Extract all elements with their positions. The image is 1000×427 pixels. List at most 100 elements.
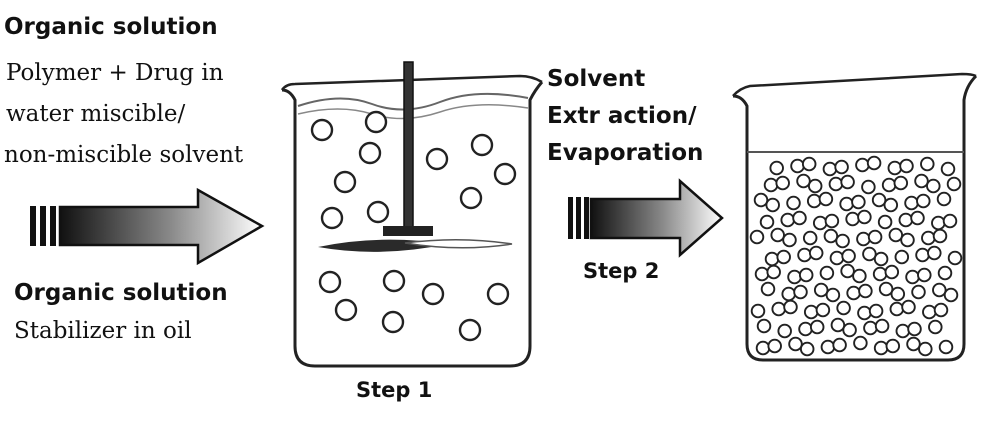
droplet (798, 321, 813, 337)
droplet (790, 158, 805, 174)
droplet (856, 231, 871, 247)
droplet (797, 247, 812, 263)
stirrer-icon (318, 61, 513, 252)
solvent-label-line2: Extr action/ (547, 103, 697, 129)
droplet (786, 195, 801, 211)
droplet (868, 303, 884, 319)
droplet (836, 300, 851, 316)
droplet (858, 283, 873, 299)
droplet (899, 158, 914, 174)
droplet (895, 323, 911, 339)
droplet (822, 161, 838, 177)
droplet (835, 233, 850, 249)
droplet (839, 196, 854, 212)
beaker-step2 (732, 72, 978, 362)
droplet (888, 227, 904, 243)
droplet (771, 301, 786, 317)
droplet (889, 301, 905, 317)
droplet (753, 192, 769, 208)
droplet (857, 305, 872, 321)
droplet (898, 212, 914, 228)
droplet (943, 287, 959, 303)
droplet (840, 263, 855, 279)
droplet (866, 155, 882, 171)
droplet (764, 251, 780, 267)
droplet (901, 299, 916, 315)
droplet (874, 318, 890, 334)
droplet (861, 179, 876, 195)
droplet (884, 264, 900, 280)
droplet (946, 176, 962, 192)
droplet (754, 266, 770, 282)
polymer-drug-text-line1: Polymer + Drug in (6, 60, 224, 86)
droplet (877, 214, 893, 230)
droplet (918, 341, 933, 357)
solvent-label-line3: Evaporation (547, 140, 704, 166)
droplet (782, 232, 797, 248)
droplet (793, 284, 808, 300)
droplet (777, 323, 792, 339)
droplet (767, 338, 782, 354)
droplet (936, 191, 952, 207)
droplet (799, 341, 815, 357)
droplet (834, 159, 849, 175)
arrow-step2-icon (568, 178, 724, 258)
polymer-drug-text-line2: water miscible/ (6, 101, 186, 127)
organic-solution-heading-bottom: Organic solution (14, 280, 228, 306)
droplet (915, 247, 930, 263)
droplet (883, 197, 899, 213)
droplet (775, 175, 790, 191)
droplet (932, 228, 948, 244)
solvent-label-line1: Solvent (547, 66, 646, 92)
droplet (852, 268, 867, 284)
droplet (894, 249, 910, 265)
droplet (825, 287, 841, 303)
droplet (947, 250, 963, 266)
droplet (900, 232, 915, 248)
droplet (806, 193, 822, 209)
droplet (828, 176, 844, 192)
droplet (781, 286, 796, 302)
droplet (910, 210, 925, 226)
droplet (921, 230, 936, 246)
droplet (763, 177, 779, 193)
droplet (802, 230, 818, 246)
polymer-drug-text-line3: non-miscible solvent (4, 142, 244, 168)
droplet (887, 160, 903, 176)
droplet (922, 304, 937, 320)
droplet (931, 215, 946, 231)
arrow-step1-icon (30, 187, 265, 266)
droplet (787, 269, 802, 285)
droplet (914, 173, 929, 189)
droplet (823, 228, 839, 244)
droplet (803, 304, 819, 320)
droplet (885, 338, 901, 354)
droplet (926, 178, 941, 194)
droplet (851, 194, 866, 210)
droplet (911, 284, 926, 300)
droplet (906, 336, 921, 352)
droplet (855, 157, 870, 173)
droplet (841, 248, 856, 264)
droplet (756, 318, 772, 334)
droplet (920, 156, 935, 172)
droplet (904, 195, 919, 211)
droplet (801, 156, 817, 172)
droplet (890, 286, 906, 302)
droplet (857, 209, 872, 225)
step2-label: Step 2 (583, 259, 660, 283)
droplet (824, 213, 840, 229)
beaker-step1 (280, 61, 544, 368)
droplet (871, 192, 887, 208)
droplet (873, 340, 889, 356)
droplet (812, 215, 828, 231)
droplet (845, 211, 860, 227)
droplet (770, 227, 785, 243)
droplet (867, 229, 883, 245)
droplet (927, 245, 942, 261)
droplet (942, 213, 958, 229)
droplet (928, 319, 943, 335)
droplet (940, 161, 956, 177)
